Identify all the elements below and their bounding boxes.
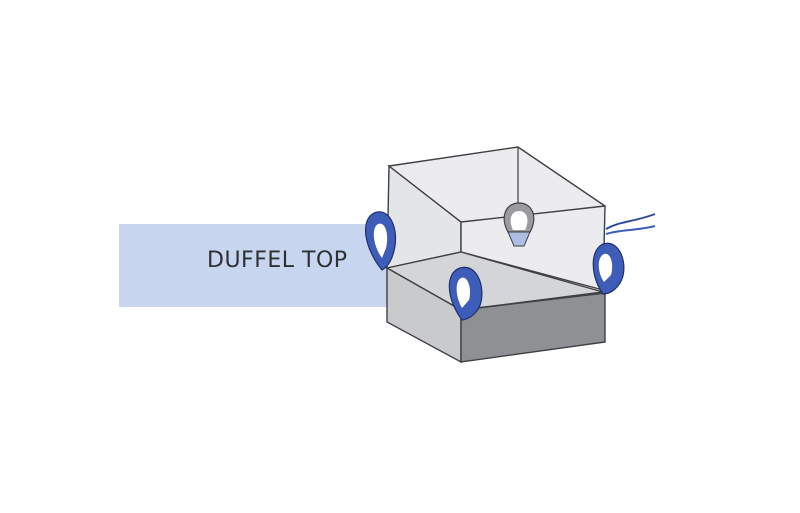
lifting-loop-icon <box>448 266 483 321</box>
lifting-loop-icon <box>365 211 397 271</box>
lifting-loop-icon <box>592 242 625 295</box>
base-right-face <box>460 292 606 363</box>
lifting-loop-icon <box>503 202 535 247</box>
tie-string-icon <box>605 213 656 235</box>
duffel-top-label: DUFFEL TOP <box>207 248 348 273</box>
label-banner <box>119 224 389 307</box>
